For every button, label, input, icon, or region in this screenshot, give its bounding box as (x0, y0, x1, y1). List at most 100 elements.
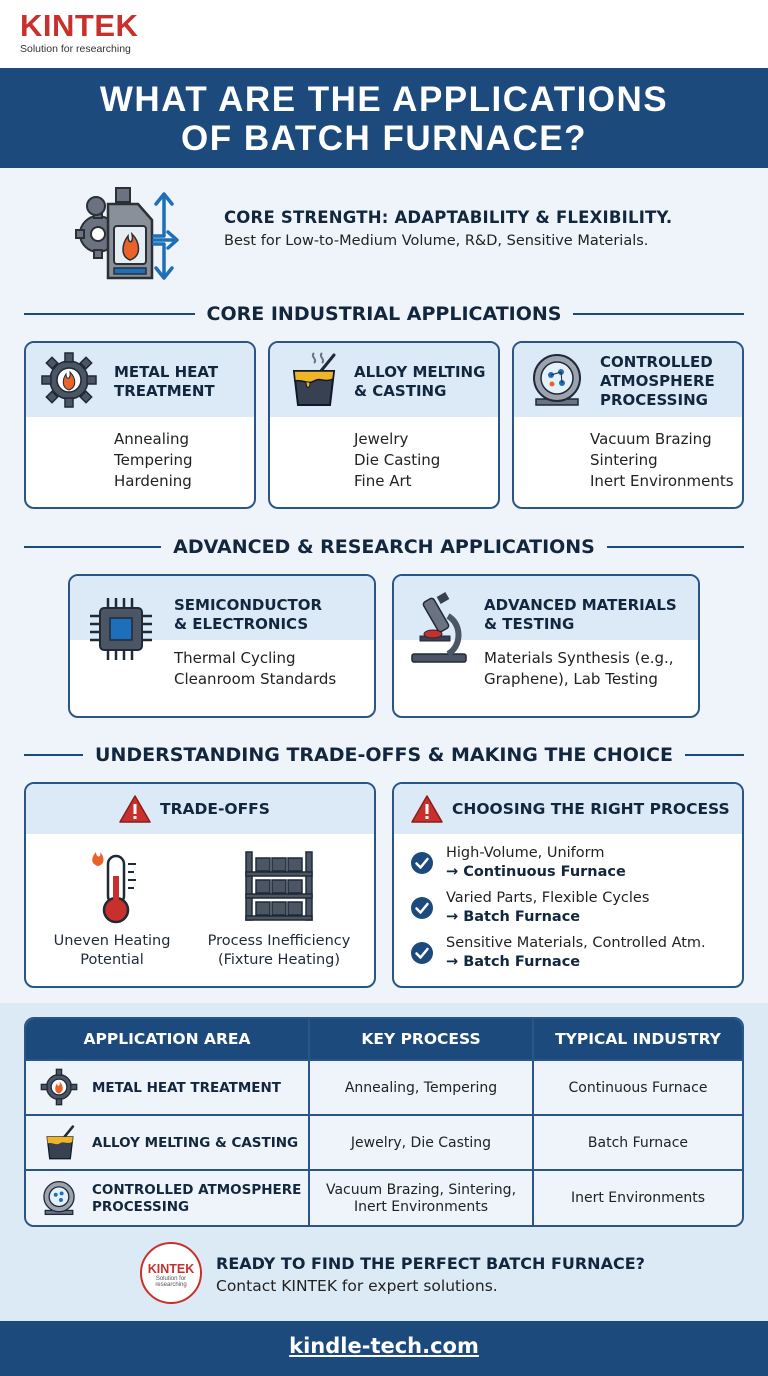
vacuum-chamber-icon (40, 1179, 78, 1217)
intro-subline: Best for Low-to-Medium Volume, R&D, Sens… (224, 233, 649, 249)
gear-flame-icon (40, 1068, 78, 1106)
tradeoff-line: Potential (80, 952, 144, 968)
card-title-line: CONTROLLED (600, 353, 713, 371)
table-header-cell: TYPICAL INDUSTRY (555, 1030, 721, 1048)
advanced-section-heading: ADVANCED & RESEARCH APPLICATIONS (24, 535, 745, 559)
choice-result: → Batch Furnace (446, 954, 581, 970)
table-header-cell: APPLICATION AREA (83, 1030, 251, 1048)
list-item: Materials Synthesis (e.g., (484, 649, 674, 667)
choosing-title: CHOOSING THE RIGHT PROCESS (452, 800, 730, 818)
choice-result: → Continuous Furnace (446, 864, 626, 880)
tradeoffs-header: TRADE-OFFS (26, 784, 374, 834)
choice-condition: Sensitive Materials, Controlled Atm. (446, 935, 706, 951)
card-title-line: & ELECTRONICS (174, 615, 309, 633)
choice-text: Varied Parts, Flexible Cycles → Batch Fu… (446, 889, 649, 927)
cell-line: ALLOY MELTING & CASTING (92, 1135, 299, 1151)
cell-line: Jewelry, Die Casting (350, 1135, 492, 1151)
card-header: ALLOY MELTING & CASTING (270, 343, 498, 417)
choice-row: Varied Parts, Flexible Cycles → Batch Fu… (410, 889, 649, 927)
cell-typical-industry: Continuous Furnace (568, 1080, 708, 1096)
table-header-cell: KEY PROCESS (361, 1030, 481, 1048)
card-controlled-atmosphere[interactable]: CONTROLLED ATMOSPHERE PROCESSING Vacuum … (512, 341, 744, 509)
choosing-box: CHOOSING THE RIGHT PROCESS High-Volume, … (392, 782, 744, 988)
summary-table: APPLICATION AREA KEY PROCESS TYPICAL IND… (24, 1017, 744, 1227)
cta-logo[interactable]: KINTEK Solution for researching (140, 1242, 202, 1304)
choice-text: High-Volume, Uniform → Continuous Furnac… (446, 844, 626, 882)
core-section-title: CORE INDUSTRIAL APPLICATIONS (206, 303, 562, 325)
tradeoffs-title: TRADE-OFFS (160, 800, 270, 818)
tradeoff-line: (Fixture Heating) (217, 952, 341, 968)
footer-website-link[interactable]: kindle-tech.com (289, 1334, 479, 1358)
choice-row: Sensitive Materials, Controlled Atm. → B… (410, 934, 706, 972)
rack-icon (244, 850, 314, 922)
card-title: ALLOY MELTING & CASTING (354, 363, 485, 401)
card-header: ADVANCED MATERIALS & TESTING (394, 576, 698, 663)
check-circle-icon (411, 897, 433, 919)
column-divider (532, 1019, 534, 1225)
card-items: Materials Synthesis (e.g., Graphene), La… (484, 648, 674, 690)
card-metal-heat-treatment[interactable]: METAL HEAT TREATMENT Annealing Tempering… (24, 341, 256, 509)
card-alloy-melting[interactable]: ALLOY MELTING & CASTING Jewelry Die Cast… (268, 341, 500, 509)
list-item: Annealing (114, 430, 190, 448)
core-section-heading: CORE INDUSTRIAL APPLICATIONS (24, 302, 744, 326)
intro-text: CORE STRENGTH: ADAPTABILITY & FLEXIBILIT… (224, 208, 672, 249)
page-title: WHAT ARE THE APPLICATIONS OF BATCH FURNA… (0, 68, 768, 168)
cta-text: READY TO FIND THE PERFECT BATCH FURNACE?… (216, 1254, 645, 1295)
list-item: Die Casting (354, 451, 441, 469)
list-item: Hardening (114, 472, 192, 490)
title-line-2: OF BATCH FURNACE? (181, 119, 587, 158)
kintek-logo[interactable]: KINTEK Solution for researching (20, 8, 139, 56)
cell-key-process: Jewelry, Die Casting (310, 1135, 532, 1152)
card-semiconductor[interactable]: SEMICONDUCTOR & ELECTRONICS Thermal Cycl… (68, 574, 376, 718)
summary-section: APPLICATION AREA KEY PROCESS TYPICAL IND… (0, 1003, 768, 1321)
card-title: METAL HEAT TREATMENT (114, 363, 218, 401)
list-item: Thermal Cycling (174, 649, 296, 667)
card-advanced-materials[interactable]: ADVANCED MATERIALS & TESTING Materials S… (392, 574, 700, 718)
vacuum-chamber-icon (528, 351, 586, 409)
intro-section: CORE STRENGTH: ADAPTABILITY & FLEXIBILIT… (0, 180, 768, 290)
list-item: Jewelry (354, 430, 409, 448)
card-title-line: ALLOY MELTING (354, 363, 486, 381)
tradeoff-line: Process Inefficiency (207, 933, 351, 949)
furnace-gear-arrows-icon (70, 184, 180, 284)
cell-typical-industry: Batch Furnace (587, 1135, 689, 1151)
card-title-line: METAL HEAT (114, 363, 219, 381)
intro-headline: CORE STRENGTH: ADAPTABILITY & FLEXIBILIT… (224, 208, 673, 227)
cell-line: Annealing, Tempering (344, 1080, 498, 1096)
tradeoff-item: Uneven Heating Potential (52, 932, 172, 970)
list-item: Sintering (590, 451, 658, 469)
warning-icon (410, 794, 444, 824)
choosing-header: CHOOSING THE RIGHT PROCESS (394, 784, 742, 834)
card-title: SEMICONDUCTOR & ELECTRONICS (174, 596, 322, 634)
tradeoffs-box: TRADE-OFFS Uneven Heating Potential Proc… (24, 782, 376, 988)
chip-icon (88, 596, 154, 662)
choice-result: → Batch Furnace (446, 909, 581, 925)
card-items: Annealing Tempering Hardening (114, 429, 193, 492)
card-title-line: & TESTING (484, 615, 575, 633)
list-item: Vacuum Brazing (590, 430, 712, 448)
tradeoff-section-heading: UNDERSTANDING TRADE-OFFS & MAKING THE CH… (24, 743, 744, 767)
card-header: METAL HEAT TREATMENT (26, 343, 254, 417)
card-items: Jewelry Die Casting Fine Art (354, 429, 440, 492)
cell-key-process: Annealing, Tempering (310, 1080, 532, 1097)
list-item: Tempering (114, 451, 193, 469)
gear-flame-icon (40, 351, 98, 409)
choice-condition: High-Volume, Uniform (446, 845, 605, 861)
cta-section: KINTEK Solution for researching READY TO… (0, 1238, 768, 1320)
cell-line: Vacuum Brazing, Sintering, (325, 1182, 517, 1198)
card-items: Vacuum Brazing Sintering Inert Environme… (590, 429, 734, 492)
tradeoff-section-title: UNDERSTANDING TRADE-OFFS & MAKING THE CH… (95, 744, 673, 766)
list-item: Graphene), Lab Testing (484, 670, 658, 688)
thermometer-icon (86, 850, 142, 926)
card-items: Thermal Cycling Cleanroom Standards (174, 648, 336, 690)
cell-line: Inert Environments (354, 1199, 488, 1215)
check-circle-icon (411, 942, 433, 964)
choice-text: Sensitive Materials, Controlled Atm. → B… (446, 934, 706, 972)
check-circle-icon (411, 852, 433, 874)
table-row: METAL HEAT TREATMENT Annealing, Temperin… (26, 1059, 742, 1114)
heading-rule (24, 754, 84, 756)
card-title-line: SEMICONDUCTOR (174, 596, 323, 614)
logo-wordmark: KINTEK (20, 8, 139, 43)
header: KINTEK Solution for researching (0, 0, 768, 68)
warning-icon (118, 794, 152, 824)
